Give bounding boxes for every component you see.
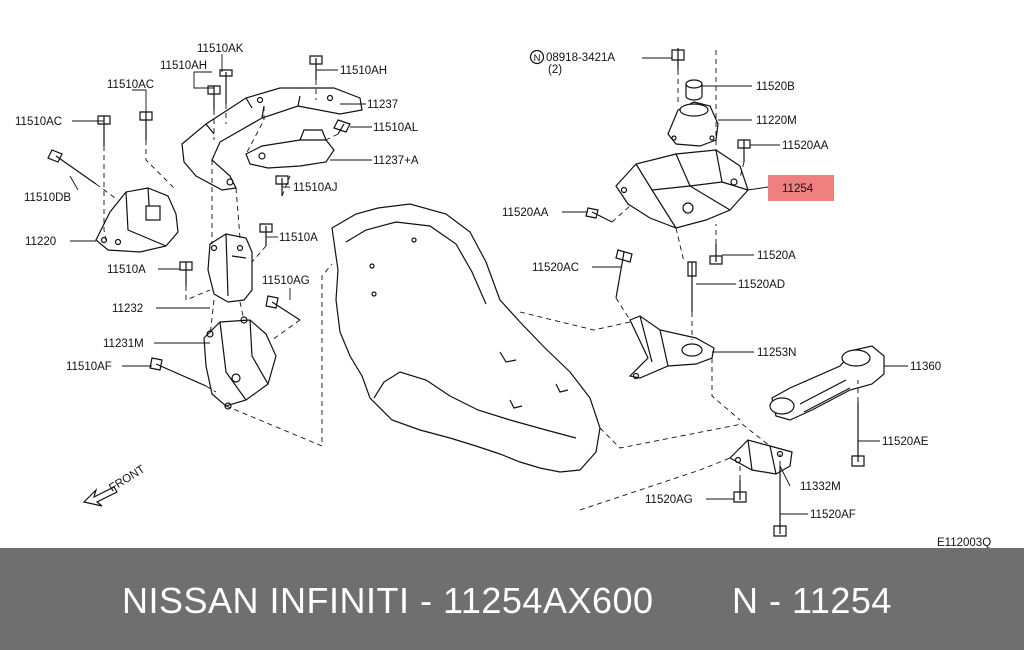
label-11510A-right: 11510A — [279, 232, 318, 244]
bracket-11237A — [245, 129, 335, 169]
front-label: FRONT — [107, 463, 147, 494]
diagram-code: E112003Q — [937, 537, 991, 548]
label-11332M: 11332M — [800, 481, 841, 493]
engine-block-outline — [331, 203, 601, 473]
label-11220M: 11220M — [756, 115, 797, 127]
footer-part-number: NISSAN INFINITI - 11254AX600 — [122, 580, 654, 621]
label-11510AC-top: 11510AC — [107, 79, 154, 91]
mount-11220M — [667, 79, 719, 147]
label-11520AG-right: 11520AG — [645, 494, 693, 506]
label-11520A: 11520A — [757, 250, 796, 262]
label-11254: 11254 — [782, 183, 814, 195]
footer-bar: NISSAN INFINITI - 11254AX600 N - 11254 — [0, 548, 1024, 650]
label-11253N: 11253N — [757, 347, 796, 359]
label-11237: 11237 — [367, 99, 398, 111]
label-11510AF-left: 11510AF — [66, 361, 112, 373]
left-dashed-lines — [95, 80, 339, 447]
part-labels: 11510AK 11510AH 11510AH 11510AC 11237 11… — [15, 43, 991, 548]
label-11510AH-left: 11510AH — [160, 60, 207, 72]
bracket-11232 — [207, 233, 253, 303]
bracket-11332M — [729, 439, 793, 475]
mount-11220 — [95, 187, 179, 253]
bracket-11254 — [615, 149, 749, 229]
label-11510AL: 11510AL — [373, 122, 419, 134]
left-bolts — [47, 55, 351, 387]
label-11520AA-left: 11520AA — [502, 207, 549, 219]
label-11510AG-left: 11510AG — [262, 275, 310, 287]
label-11520AD: 11520AD — [738, 279, 785, 291]
label-bolt-qty: (2) — [548, 64, 562, 76]
label-11220: 11220 — [25, 236, 56, 248]
label-11237A: 11237+A — [373, 155, 419, 167]
footer-reference: N - 11254 — [732, 580, 892, 621]
torque-rod-11360 — [769, 345, 885, 421]
label-11520AE: 11520AE — [882, 436, 929, 448]
label-11520AC: 11520AC — [532, 262, 579, 274]
label-11360: 11360 — [910, 361, 941, 373]
bracket-11237 — [181, 87, 363, 191]
n-circle-letter: N — [534, 53, 541, 64]
label-11510A-left: 11510A — [107, 264, 146, 276]
parts-diagram: N FRONT 11510AK 11510AH 11510AH 11510AC … — [15, 43, 991, 548]
label-11510DB: 11510DB — [24, 192, 71, 204]
mount-11231M — [203, 316, 277, 410]
label-11510AJ: 11510AJ — [293, 182, 338, 194]
label-11510AC: 11510AC — [15, 116, 62, 128]
bracket-11253N — [628, 315, 715, 380]
label-11520AF-right: 11520AF — [810, 509, 856, 521]
front-arrow: FRONT — [82, 463, 147, 507]
label-11520AA-right: 11520AA — [782, 140, 829, 152]
label-11231M: 11231M — [103, 338, 144, 350]
label-11510AK: 11510AK — [197, 43, 244, 55]
label-11510AH-right: 11510AH — [340, 65, 387, 77]
exploded-view-svg: N FRONT 11510AK 11510AH 11510AH 11510AC … — [15, 43, 991, 548]
highlight-box-11254 — [768, 175, 834, 201]
n-circle-symbol: N — [529, 49, 545, 65]
right-dashed-lines — [519, 50, 859, 511]
label-bolt-code: 08918-3421A — [546, 52, 615, 64]
right-bolts — [585, 48, 865, 537]
leader-lines — [69, 54, 908, 515]
label-11520B: 11520B — [756, 81, 795, 93]
label-11232: 11232 — [112, 303, 143, 315]
